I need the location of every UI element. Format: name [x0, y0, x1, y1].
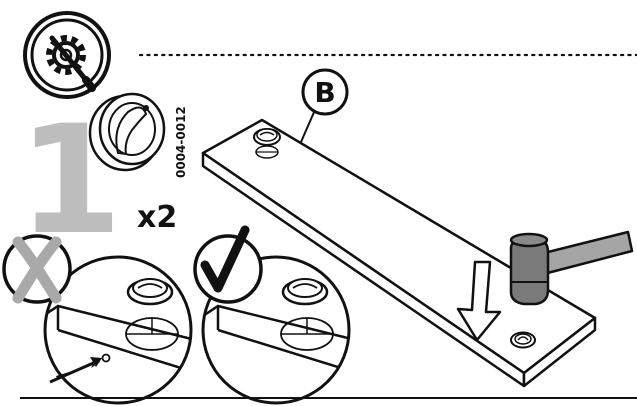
quantity-label: x2	[137, 200, 177, 235]
board-label-text: B	[314, 76, 335, 109]
tools-gear-screwdriver-icon	[23, 11, 111, 99]
board-cam-fitting-right	[510, 331, 536, 349]
board-label-b: B	[300, 68, 349, 143]
hammer-icon	[509, 230, 634, 306]
cross-mark-icon	[2, 234, 72, 304]
cam-fitting-part	[88, 92, 166, 172]
board-b	[201, 118, 597, 388]
part-code: 0004-0012	[174, 106, 188, 178]
arrow-down-icon	[456, 260, 502, 342]
board-cam-fitting-top	[253, 128, 281, 159]
check-mark-icon	[193, 225, 263, 304]
